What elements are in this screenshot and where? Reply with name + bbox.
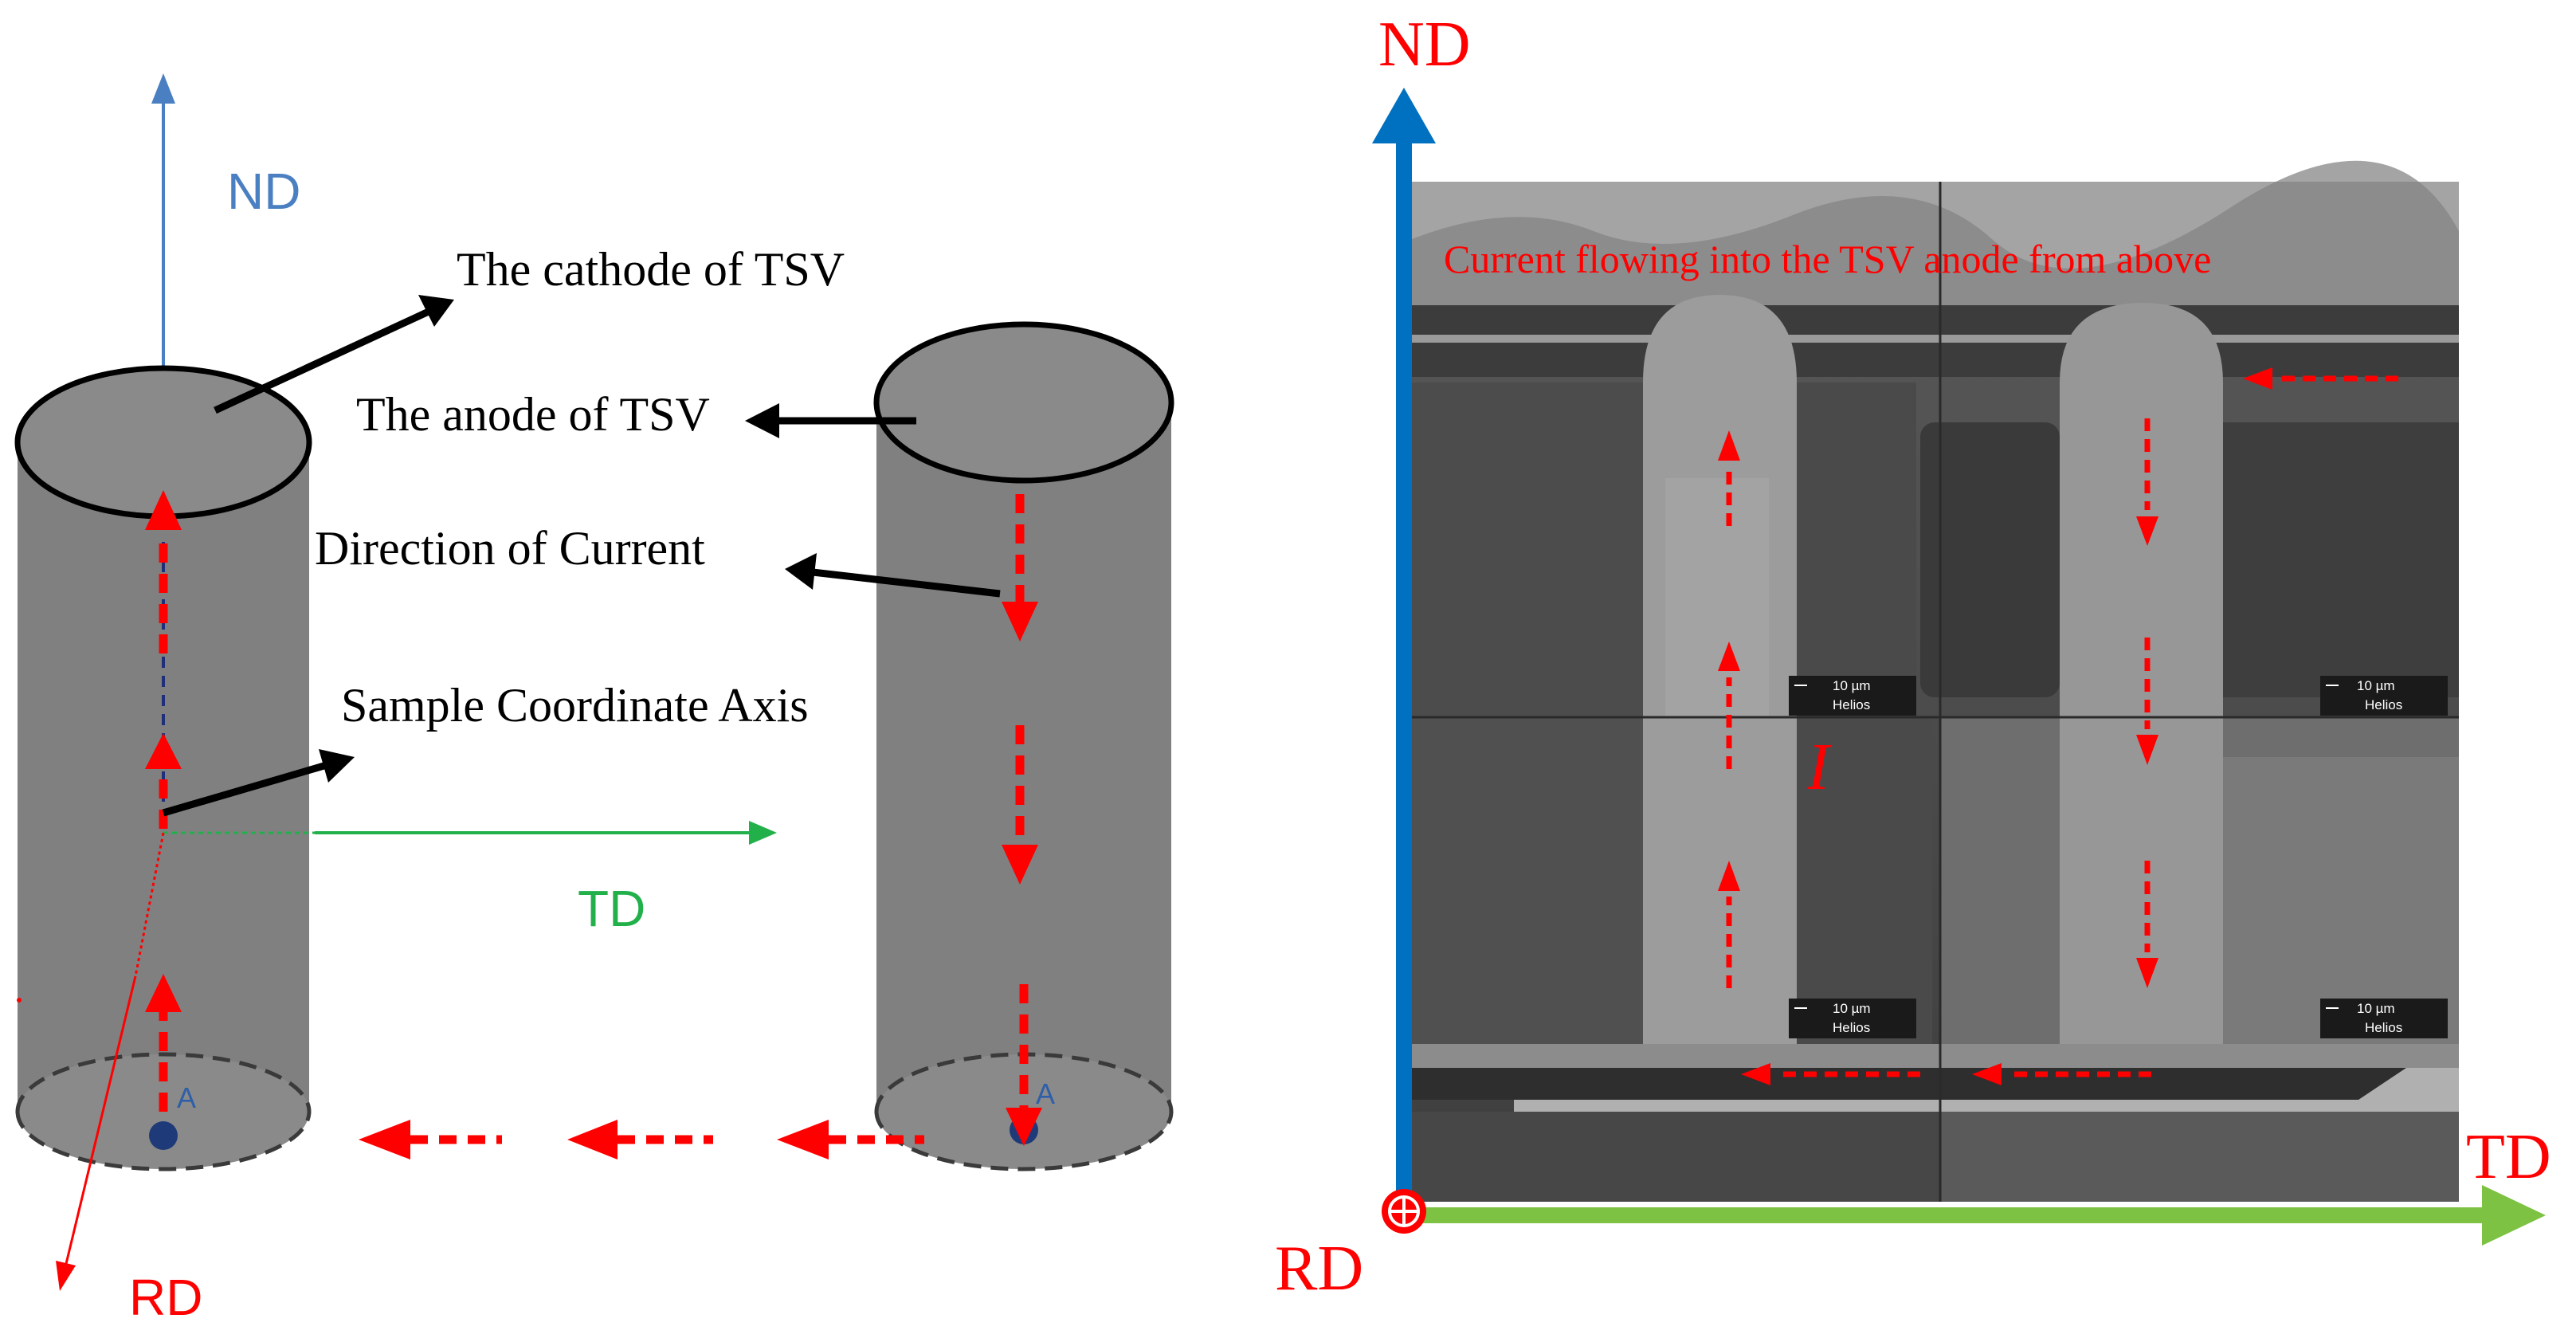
scale-bar-1-instrument: Helios bbox=[1833, 697, 1870, 712]
current-direction-label: Direction of Current bbox=[315, 522, 705, 575]
td-label-right: TD bbox=[2466, 1122, 2551, 1192]
sem-image bbox=[1412, 160, 2459, 1202]
tsv-cylinder-right: A bbox=[873, 321, 1174, 1171]
nd-axis-right bbox=[1372, 88, 1436, 1211]
current-symbol: I bbox=[1806, 730, 1833, 804]
right-panel: ND bbox=[1275, 10, 2551, 1304]
current-caption: Current flowing into the TSV anode from … bbox=[1444, 237, 2211, 281]
scale-bar-3-value: 10 µm bbox=[1833, 1001, 1871, 1016]
scale-bar-4: 10 µm Helios bbox=[2320, 999, 2448, 1038]
annotation-leaders bbox=[162, 295, 1001, 817]
rd-axis-symbol-right bbox=[1382, 1189, 1426, 1234]
scale-bar-1-value: 10 µm bbox=[1833, 678, 1871, 693]
scale-bar-3-instrument: Helios bbox=[1833, 1020, 1870, 1035]
td-axis-right bbox=[1404, 1185, 2546, 1246]
sample-axis-label: Sample Coordinate Axis bbox=[341, 679, 809, 732]
scale-bar-3: 10 µm Helios bbox=[1789, 999, 1916, 1038]
rd-axis-left bbox=[17, 832, 165, 1291]
scale-bar-2-instrument: Helios bbox=[2365, 697, 2402, 712]
rd-label-left: RD bbox=[129, 1269, 202, 1326]
cathode-label: The cathode of TSV bbox=[457, 243, 845, 296]
scale-bar-1: 10 µm Helios bbox=[1789, 676, 1916, 716]
left-panel: ND A TD bbox=[14, 73, 1174, 1326]
point-a-label-right: A bbox=[1036, 1077, 1055, 1110]
current-arrows-up-left bbox=[145, 490, 182, 1112]
scale-bar-4-value: 10 µm bbox=[2357, 1001, 2395, 1016]
scale-bar-2-value: 10 µm bbox=[2357, 678, 2395, 693]
sem-current-arrows bbox=[1718, 367, 2398, 1085]
scale-bar-2: 10 µm Helios bbox=[2320, 676, 2448, 716]
anode-label: The anode of TSV bbox=[356, 388, 710, 441]
point-a-left bbox=[149, 1121, 178, 1150]
scale-bar-4-instrument: Helios bbox=[2365, 1020, 2402, 1035]
td-axis-left bbox=[163, 821, 777, 845]
nd-label-left: ND bbox=[227, 163, 300, 220]
point-a-label-left: A bbox=[177, 1081, 196, 1114]
td-label-left: TD bbox=[578, 880, 645, 937]
nd-axis-left bbox=[151, 73, 175, 398]
anode-top-face bbox=[873, 321, 1174, 484]
rd-label-right: RD bbox=[1275, 1234, 1363, 1304]
current-arrows-left-bottom bbox=[359, 1120, 924, 1160]
nd-label-right: ND bbox=[1378, 10, 1471, 80]
current-arrows-down-right bbox=[1002, 494, 1042, 1146]
